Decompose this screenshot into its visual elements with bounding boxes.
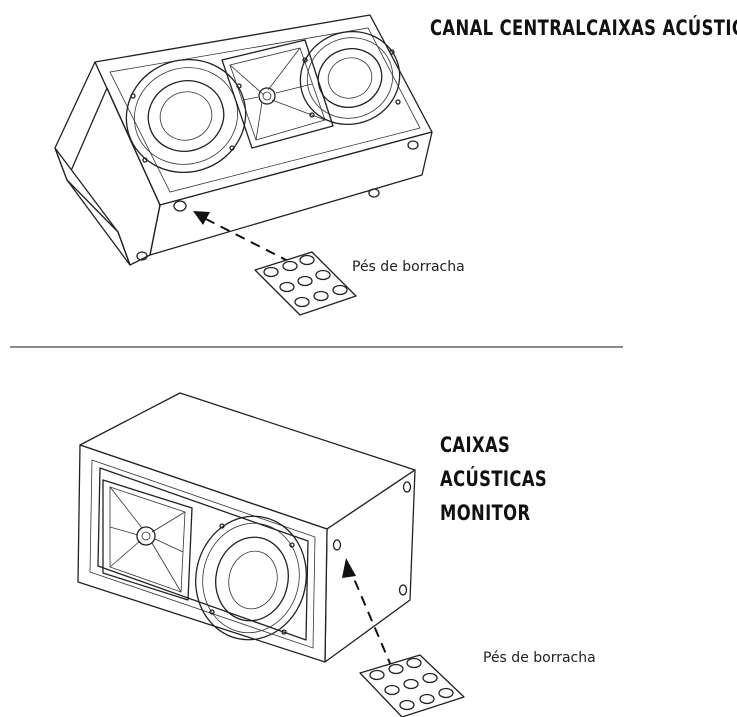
center-foot-hole: [368, 188, 380, 198]
monitor-dashed-arrow: [351, 573, 393, 669]
center-arrowhead: [193, 211, 210, 225]
monitor-title-line: CAIXAS: [440, 433, 511, 457]
center-foot-hole: [136, 251, 148, 261]
monitor-rubber-feet-sheet: [359, 654, 465, 717]
monitor-title-line: ACÚSTICAS: [440, 467, 548, 491]
monitor-arrowhead: [342, 558, 356, 578]
section-divider: [10, 346, 623, 348]
monitor-title: CAIXAS ACÚSTICAS MONITOR: [440, 428, 660, 530]
monitor-foot-hole: [398, 584, 408, 596]
center-rubber-feet-caption: Pés de borracha: [352, 259, 465, 275]
center-channel-title: CANAL CENTRALCAIXAS ACÚSTICAS: [430, 16, 737, 40]
monitor-woofer: [195, 515, 307, 641]
center-foot-hole: [173, 200, 187, 212]
monitor-rubber-feet-caption: Pés de borracha: [483, 650, 596, 666]
center-speaker: [54, 14, 433, 316]
monitor-foot-hole: [402, 481, 412, 493]
monitor-speaker-baffle: [89, 459, 316, 649]
center-tweeter-horn: [221, 39, 334, 149]
center-rubber-feet-sheet: [254, 251, 357, 316]
monitor-foot-hole: [332, 539, 342, 551]
monitor-speaker-front-outer: [77, 444, 328, 663]
monitor-speaker: [77, 392, 465, 717]
monitor-tweeter-horn: [102, 479, 193, 601]
center-right-woofer: [299, 30, 401, 126]
monitor-title-line: MONITOR: [440, 501, 531, 525]
center-foot-hole: [407, 140, 419, 150]
